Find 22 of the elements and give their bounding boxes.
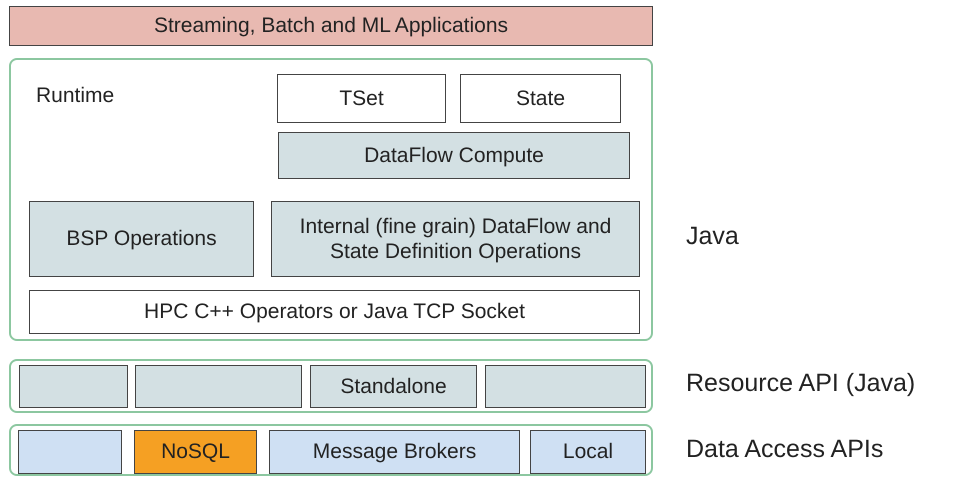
component-box: BSP Operations <box>29 201 254 277</box>
component-box: State <box>460 74 621 123</box>
layer-panel <box>9 424 653 476</box>
component-box: Internal (fine grain) DataFlow and State Definition Operations <box>271 201 640 277</box>
layer-label: Data Access APIs <box>686 435 884 464</box>
component-box <box>485 365 646 408</box>
component-box: DataFlow Compute <box>278 132 630 179</box>
component-box: Message Brokers <box>269 430 520 474</box>
component-box: Local <box>530 430 646 474</box>
component-box <box>135 365 302 408</box>
layer-label: Java <box>686 222 739 251</box>
component-box: NoSQL <box>134 430 257 474</box>
component-box <box>18 430 122 474</box>
top-layer-box: Streaming, Batch and ML Applications <box>9 6 653 46</box>
component-box: HPC C++ Operators or Java TCP Socket <box>29 290 640 334</box>
layer-label: Resource API (Java) <box>686 369 916 398</box>
layer-panel <box>9 359 653 413</box>
runtime-panel <box>9 58 653 341</box>
component-box: TSet <box>277 74 446 123</box>
component-box <box>19 365 128 408</box>
component-box: Standalone <box>310 365 477 408</box>
layer-title: Runtime <box>36 84 114 108</box>
